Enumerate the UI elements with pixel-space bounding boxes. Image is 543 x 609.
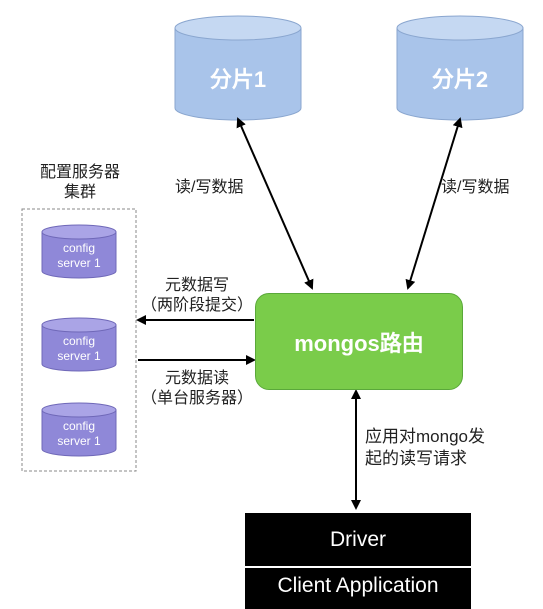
mongos-router: mongos路由: [255, 293, 463, 390]
config-server-3-line2: server 1: [57, 434, 101, 448]
client-application-box: Client Application: [245, 568, 471, 609]
config-server-3-cylinder: [41, 402, 117, 457]
mongos-router-label: mongos路由: [294, 330, 424, 356]
shard-2-label: 分片2: [431, 67, 489, 92]
config-server-1-cylinder: [41, 224, 117, 279]
shard-2-cylinder: [396, 15, 524, 121]
app-request-line2: 起的读写请求: [365, 449, 467, 468]
metadata-write-line2: （两阶段提交）: [140, 297, 253, 314]
app-request-line1: 应用对mongo发: [365, 427, 485, 446]
metadata-write-label: 元数据写 （两阶段提交）: [138, 276, 256, 316]
config-server-3-line1: config: [62, 419, 96, 433]
metadata-read-label: 元数据读 （单台服务器）: [138, 369, 256, 409]
driver-label: Driver: [330, 527, 386, 551]
read-write-label-right: 读/写数据: [441, 179, 510, 196]
config-server-2-line2: server 1: [57, 349, 101, 363]
config-server-1-line1: config: [62, 241, 96, 255]
app-request-label: 应用对mongo发 起的读写请求: [365, 426, 485, 470]
config-server-3-label: config server 1: [42, 419, 116, 449]
shard-1-label: 分片1: [209, 67, 267, 92]
read-write-label-left: 读/写数据: [175, 179, 244, 196]
shard-2-rw-arrow: [405, 117, 463, 290]
config-server-2-label: config server 1: [42, 334, 116, 364]
config-server-2-cylinder: [41, 317, 117, 372]
config-server-2-line1: config: [62, 334, 96, 348]
shard-1-cylinder: [174, 15, 302, 121]
shard-1-rw-arrow: [236, 117, 314, 290]
config-server-1-label: config server 1: [42, 241, 116, 271]
config-cluster-title: 配置服务器 集群: [39, 164, 120, 201]
config-cluster-border: [21, 208, 137, 472]
metadata-read-line1: 元数据读: [164, 370, 229, 387]
client-application-label: Client Application: [277, 574, 439, 597]
metadata-write-line1: 元数据写: [164, 277, 229, 294]
metadata-read-line2: （单台服务器）: [140, 390, 253, 407]
config-server-1-line2: server 1: [57, 256, 101, 270]
driver-box: Driver: [245, 513, 471, 566]
